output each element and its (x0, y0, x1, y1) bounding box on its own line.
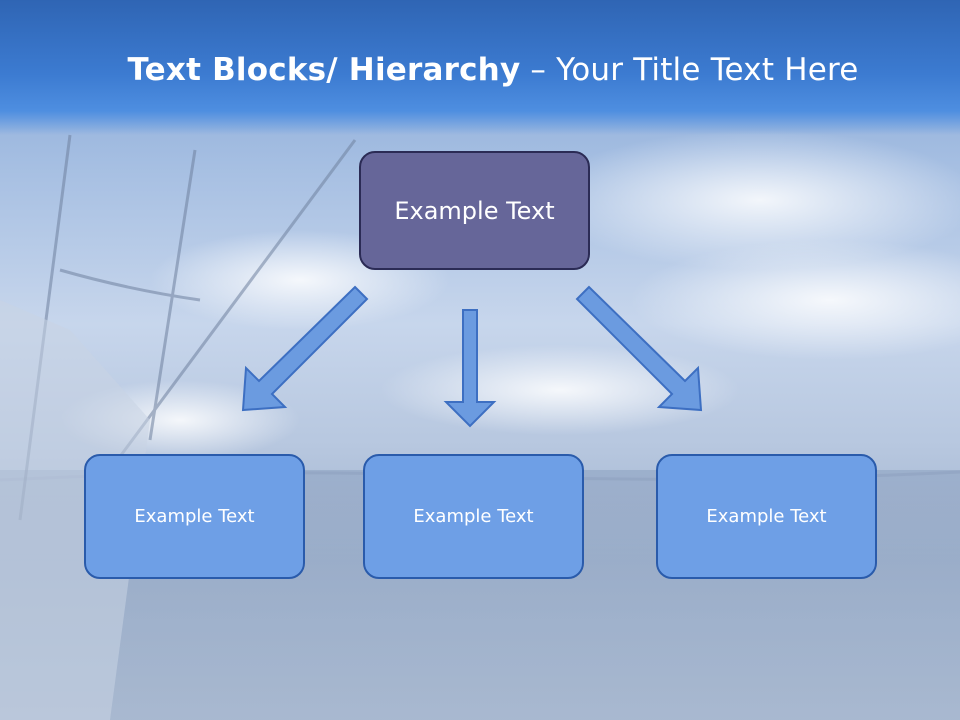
slide-title: Text Blocks/ Hierarchy – Your Title Text… (0, 52, 960, 88)
title-regular: Your Title Text Here (556, 52, 859, 88)
child-box-center: Example Text (363, 454, 584, 579)
child-box-label: Example Text (413, 506, 534, 527)
child-box-label: Example Text (134, 506, 255, 527)
child-box-left: Example Text (84, 454, 305, 579)
title-bold: Text Blocks/ Hierarchy (127, 52, 521, 88)
child-box-label: Example Text (706, 506, 827, 527)
top-box: Example Text (359, 151, 590, 270)
title-separator: – (520, 52, 557, 88)
title-bar (0, 0, 960, 135)
top-box-label: Example Text (394, 196, 555, 225)
child-box-right: Example Text (656, 454, 877, 579)
